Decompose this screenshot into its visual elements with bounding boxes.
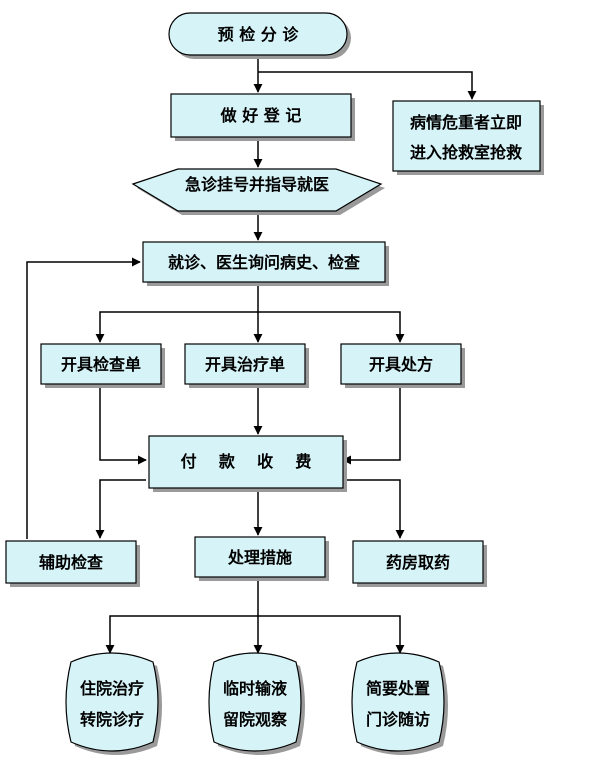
- node-register: 做 好 登 记: [170, 93, 355, 141]
- node-pharmacy: 药房取药: [352, 540, 487, 587]
- arrow-consult-prescription: [258, 311, 405, 343]
- node-treatment-form-label: 开具治疗单: [205, 355, 285, 374]
- node-emergency-registration: 急诊挂号并指导就医: [131, 168, 385, 215]
- node-emergency-registration-label: 急诊挂号并指导就医: [185, 175, 329, 194]
- arrow-payment-aux: [95, 479, 146, 539]
- node-exam-form: 开具检查单: [40, 343, 165, 388]
- arrow-exam-payment: [99, 385, 147, 465]
- node-simple-treatment-line2: 门诊随访: [366, 710, 430, 729]
- node-register-label: 做 好 登 记: [220, 106, 302, 125]
- arrow-triage-critical: [258, 71, 477, 100]
- node-prescription-label: 开具处方: [369, 355, 433, 374]
- node-infusion-line2: 留院观察: [223, 710, 288, 729]
- arrow-prescription-payment: [342, 385, 401, 465]
- node-hospitalization-line1: 住院治疗: [80, 679, 144, 698]
- arrow-measures-simple: [258, 615, 405, 654]
- node-triage: 预 检 分 诊: [168, 12, 351, 59]
- node-critical-line1: 病情危重者立即: [410, 113, 522, 132]
- node-critical: 病情危重者立即 进入抢救室抢救: [392, 100, 544, 175]
- node-payment-label: 付 款 收 费: [181, 452, 312, 471]
- arrow-aux-consult: [26, 257, 141, 539]
- node-consultation-label: 就诊、医生询问病史、检查: [168, 253, 360, 272]
- node-aux-exam-label: 辅助检查: [39, 553, 103, 572]
- node-simple-treatment: 简要处置 门诊随访: [351, 652, 448, 755]
- node-consultation: 就诊、医生询问病史、检查: [142, 241, 389, 286]
- arrow-measures-hospital: [105, 615, 258, 654]
- node-aux-exam: 辅助检查: [5, 540, 140, 587]
- node-critical-line2: 进入抢救室抢救: [410, 143, 522, 162]
- node-triage-label: 预 检 分 诊: [218, 25, 300, 44]
- arrow-consult-exam: [95, 311, 258, 343]
- node-measures-label: 处理措施: [227, 548, 292, 567]
- node-exam-form-label: 开具检查单: [61, 355, 141, 374]
- node-payment: 付 款 收 费: [148, 435, 347, 492]
- arrow-payment-pharmacy: [343, 479, 405, 539]
- node-treatment-form: 开具治疗单: [184, 343, 309, 388]
- connectors: [26, 56, 477, 654]
- node-hospitalization-line2: 转院诊疗: [80, 710, 144, 729]
- node-measures: 处理措施: [194, 536, 329, 581]
- node-infusion-line1: 临时输液: [223, 679, 288, 698]
- node-prescription: 开具处方: [340, 343, 465, 388]
- node-hospitalization: 住院治疗 转院诊疗: [65, 652, 162, 755]
- node-simple-treatment-line1: 简要处置: [366, 679, 430, 698]
- node-infusion: 临时输液 留院观察: [208, 652, 305, 755]
- node-pharmacy-label: 药房取药: [386, 553, 450, 572]
